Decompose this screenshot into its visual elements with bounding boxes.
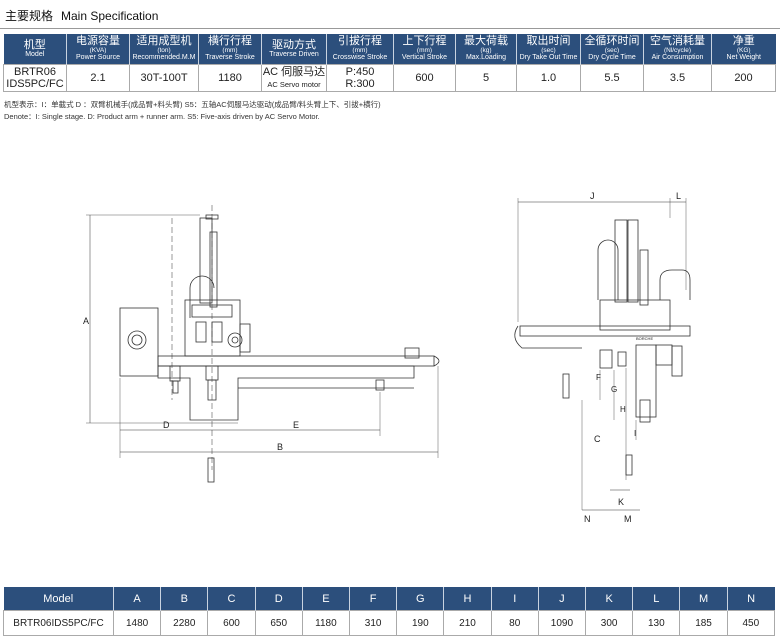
dims-cell-D: 650: [254, 610, 303, 636]
dims-cell-C: 600: [207, 610, 256, 636]
spec-header-cycle: 全循环时间(sec)Dry Cycle Time: [580, 34, 644, 65]
label-M: M: [624, 514, 632, 524]
side-view-drawing: J L BORCHE F G H I C K: [514, 191, 691, 524]
dims-header-B: B: [160, 587, 208, 611]
spec-cell-traverse-stroke: 1180: [198, 64, 262, 92]
spec-header-take-out: 取出时间(sec)Dry Take Out Time: [516, 34, 581, 65]
brand-label: BORCHE: [636, 336, 653, 341]
dims-cell-M: 185: [679, 610, 728, 636]
dims-cell-K: 300: [585, 610, 634, 636]
spec-cell-power: 2.1: [66, 64, 130, 92]
front-view-drawing: A D E B: [83, 205, 440, 483]
label-C: C: [594, 434, 601, 444]
label-H: H: [620, 405, 626, 414]
dims-header-model: Model: [3, 587, 114, 611]
label-G: G: [611, 385, 617, 394]
spec-header-recommended: 适用成型机(ton)Recommended.M.M: [129, 34, 199, 65]
dims-cell-J: 1090: [537, 610, 587, 636]
spec-cell-recommended: 30T-100T: [129, 64, 199, 92]
title-divider: [0, 28, 780, 29]
label-J: J: [590, 191, 595, 201]
label-B: B: [277, 442, 283, 452]
label-L: L: [676, 191, 681, 201]
dims-cell-N: 450: [726, 610, 776, 636]
spec-header-vertical: 上下行程(mm)Vertical Stroke: [393, 34, 456, 65]
dims-header-G: G: [396, 587, 444, 611]
dims-header-J: J: [537, 587, 586, 611]
note-zh: 机型表示：I：单截式 D ：双臂机械手(成品臂+料头臂) S5：五轴AC伺服马达…: [4, 100, 381, 109]
dims-header-F: F: [349, 587, 397, 611]
label-K: K: [618, 497, 624, 507]
dims-header-K: K: [585, 587, 633, 611]
dims-cell-H: 210: [443, 610, 492, 636]
title-zh: 主要规格: [5, 9, 54, 23]
dims-header-E: E: [301, 587, 350, 611]
page-title: 主要规格 Main Specification: [5, 7, 158, 24]
spec-header-power: 电源容量(KVA)Power Source: [66, 34, 130, 65]
label-N: N: [584, 514, 591, 524]
spec-cell-weight: 200: [711, 64, 776, 92]
dims-header-D: D: [254, 587, 303, 611]
spec-cell-air: 3.5: [643, 64, 712, 92]
dims-cell-G: 190: [396, 610, 445, 636]
spec-header-max-loading: 最大荷载(kg)Max.Loading: [455, 34, 517, 65]
label-A: A: [83, 316, 89, 326]
dims-header-I: I: [490, 587, 539, 611]
spec-header-weight: 净重(KG)Net Weight: [711, 34, 776, 65]
dims-cell-I: 80: [490, 610, 539, 636]
dims-cell-L: 130: [632, 610, 681, 636]
label-I: I: [634, 429, 636, 438]
label-F: F: [596, 373, 601, 382]
label-D: D: [163, 420, 170, 430]
spec-cell-vertical: 600: [393, 64, 456, 92]
title-en: Main Specification: [61, 9, 159, 23]
spec-header-traverse-stroke: 横行行程(mm)Traverse Stroke: [198, 34, 262, 65]
dims-header-N: N: [726, 587, 775, 611]
technical-drawing: A D E B J L BORCHE: [83, 191, 691, 524]
dims-cell-B: 2280: [160, 610, 209, 636]
dimensions-table: Model A B C D E F G H I J K L M N BRTR06…: [3, 587, 776, 636]
spec-header-air: 空气消耗量(Nl/cycle)Air Consumption: [643, 34, 712, 65]
dims-header-row: Model A B C D E F G H I J K L M N: [3, 587, 775, 611]
spec-cell-cycle: 5.5: [580, 64, 644, 92]
dims-header-M: M: [679, 587, 728, 611]
dims-header-C: C: [207, 587, 256, 611]
spec-header-crosswise: 引拔行程(mm)Crosswise Stroke: [326, 34, 394, 65]
dims-cell-A: 1480: [112, 610, 162, 636]
dims-header-A: A: [112, 587, 161, 611]
dims-header-L: L: [632, 587, 680, 611]
dims-header-H: H: [443, 587, 492, 611]
dims-cell-model: BRTR06IDS5PC/FC: [3, 610, 114, 636]
spec-cell-max-loading: 5: [455, 64, 517, 92]
dims-cell-F: 310: [349, 610, 398, 636]
note-en: Denote：I: Single stage. D: Product arm +…: [4, 112, 320, 121]
dims-data-row: BRTR06IDS5PC/FC 1480 2280 600 650 1180 3…: [3, 610, 776, 636]
label-E: E: [293, 420, 299, 430]
dims-cell-E: 1180: [301, 610, 351, 636]
